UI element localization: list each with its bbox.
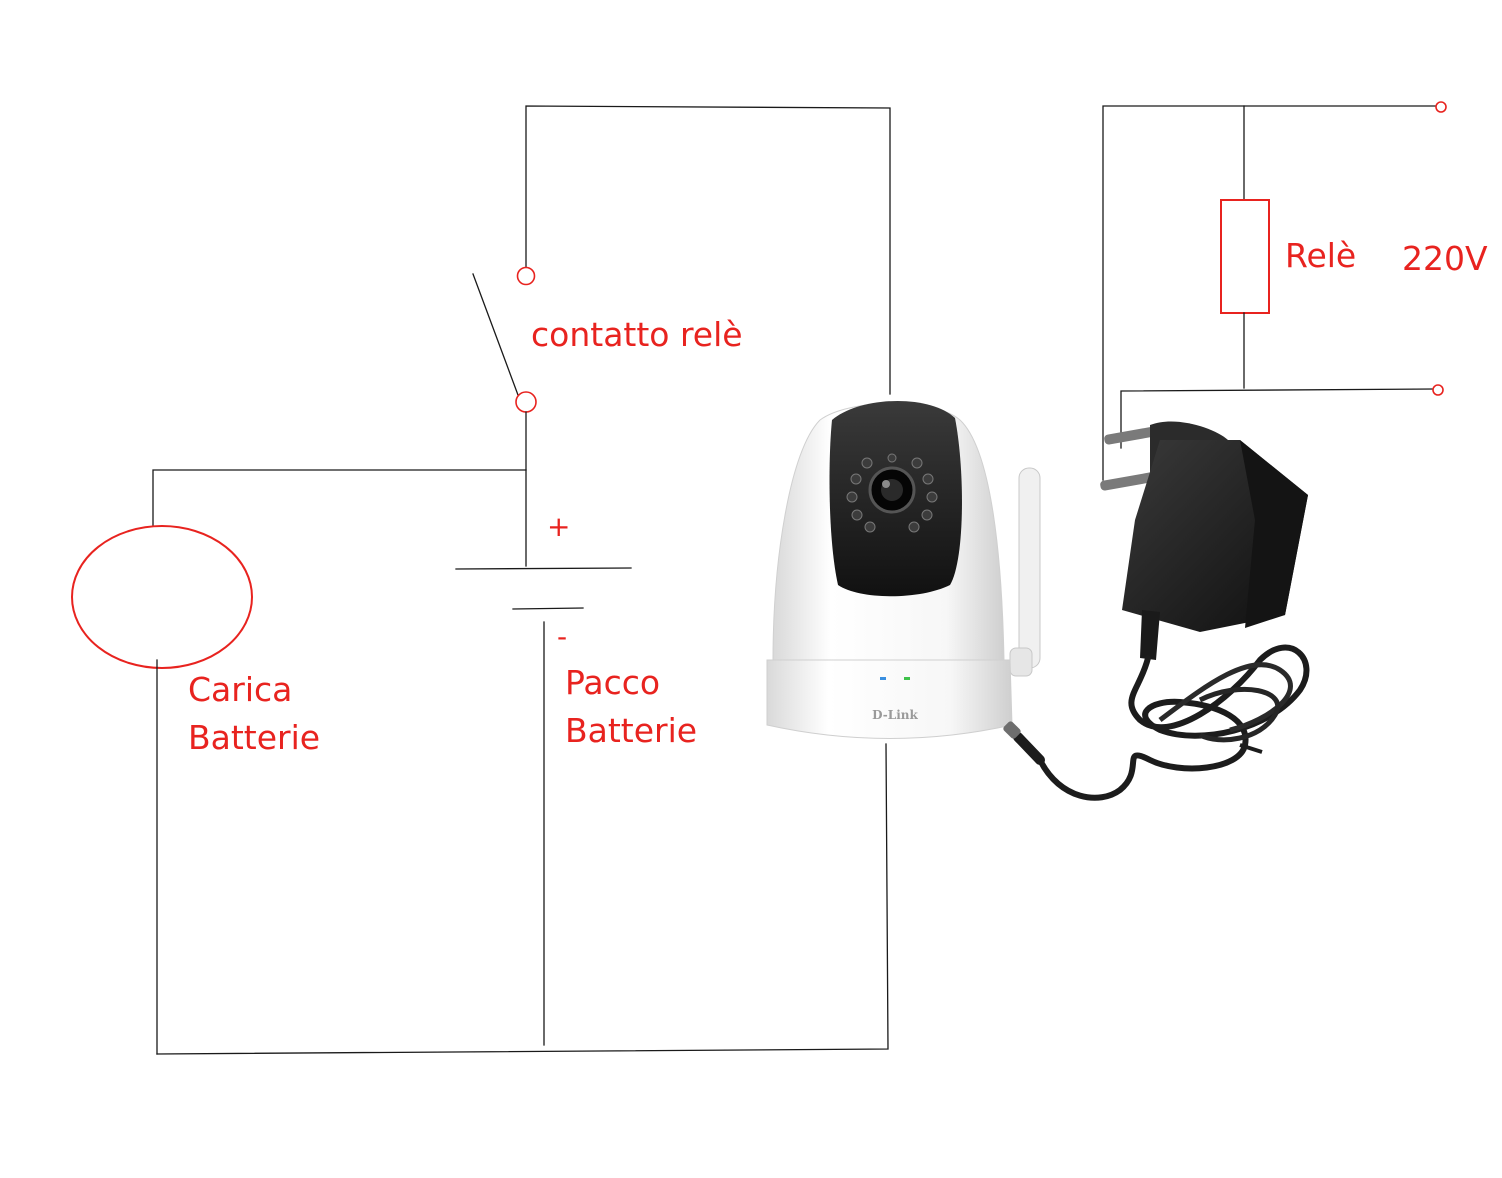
ip-camera-icon: D-Link xyxy=(766,400,1041,739)
switch-contact-label: contatto relè xyxy=(531,315,743,354)
relay-coil xyxy=(1220,199,1270,314)
relay-switch xyxy=(472,266,537,413)
charger-label-line2: Batterie xyxy=(188,718,321,757)
camera-brand-label: D-Link xyxy=(872,708,918,722)
switch-terminal-upper xyxy=(516,266,536,286)
wire-bottom xyxy=(156,743,889,1055)
battery-plus-label: + xyxy=(547,510,571,543)
battery-plate-negative xyxy=(512,607,584,610)
relay-coil-circuit xyxy=(1102,101,1447,481)
power-adapter-icon xyxy=(1003,421,1310,801)
battery-pack-label-line1: Pacco xyxy=(565,663,661,702)
charger-label-line1: Carica xyxy=(188,670,293,709)
battery-symbol xyxy=(455,567,632,1046)
mains-terminal-bottom xyxy=(1432,384,1444,396)
mains-voltage-label: 220V xyxy=(1402,239,1488,278)
switch-terminal-lower xyxy=(515,391,537,413)
battery-minus-label: - xyxy=(557,620,568,653)
battery-charger xyxy=(71,525,253,1055)
battery-pack-label-line2: Batterie xyxy=(565,711,698,750)
battery-plate-positive xyxy=(455,567,632,570)
wire-top xyxy=(525,105,891,395)
relay-label: Relè xyxy=(1285,236,1357,275)
wire-switch-battery xyxy=(152,411,527,567)
mains-terminal-top xyxy=(1435,101,1447,113)
